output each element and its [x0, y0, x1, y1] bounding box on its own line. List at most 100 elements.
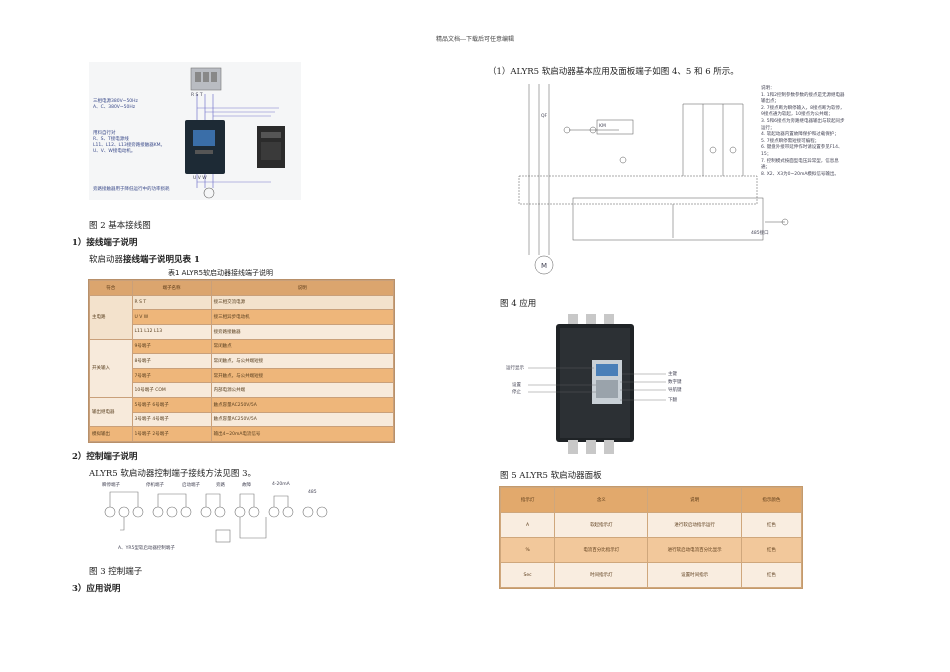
fig5-right-label: 导航键 — [668, 388, 682, 393]
fig4-motor-label: M — [541, 262, 548, 270]
fig4-km-label: KM — [599, 124, 606, 129]
fig2-note-2: R、S、T接电源线 — [93, 137, 129, 142]
table-row: 3号端子 4号端子 触点容量AC250V/5A — [89, 411, 395, 428]
fig5-right-label: 下翻 — [668, 398, 677, 403]
wiring-diagram-icon — [89, 62, 301, 200]
table-1: 符合 端子名称 说明 主电路 R S T 接三相交流电源 U V W 接三相异步… — [88, 279, 395, 443]
figure-4-application-image: QF KM M 485接口 说明： 1. 1和2控制参数参数的接点是无源继电器输… — [503, 80, 845, 276]
table-cell: % — [499, 537, 556, 563]
table-1-title: 表1 ALYR5软启动器接线端子说明 — [168, 269, 274, 277]
table-cell: 触点容量AC250V/5A — [210, 411, 395, 428]
figure-3-control-image: 瞬停端子 停机端子 启动端子 旁路 故障 4-20mA 485 A、YR5型软启… — [96, 482, 334, 556]
table-cell: 7号端子 — [131, 367, 212, 384]
figure-2-wiring-image: 三相电源380V~50Hz A、C、380V~50Hz R S T 用料自行对 … — [89, 62, 301, 200]
section-3-title: 3）应用说明 — [72, 584, 121, 594]
figure-2-caption: 图 2 基本接线图 — [89, 221, 151, 231]
table-cell: 红色 — [740, 537, 803, 563]
fig4-notes: 说明： 1. 1和2控制参数参数的接点是无源继电器输出点； 2. 7接点断为瞬停… — [761, 86, 845, 178]
table-row: 模拟输出 1号端子 2号端子 输出4~20mA电流信号 — [89, 426, 395, 442]
paragraph-1: 软启动器接线端子说明见表 1 — [89, 253, 200, 265]
table-cell: A — [499, 512, 556, 538]
table-1-header: 说明 — [210, 280, 395, 296]
table-row: Sec 时间指示灯 设置时间指示 红色 — [499, 562, 803, 588]
table-cell: 红色 — [740, 512, 803, 538]
fig3-label: 停机端子 — [146, 483, 164, 488]
fig4-note: 5. 7接点瞬停需短接可编程； — [761, 138, 820, 144]
table-row: % 电流百分比指示灯 进行软启动电流百分比显示 红色 — [499, 537, 803, 563]
fig4-note: 4. 软起动器内置故障保护和过载保护； — [761, 132, 839, 138]
right-heading: （1）ALYR5 软启动器基本应用及面板端子如图 4、5 和 6 所示。 — [488, 67, 739, 77]
table-1-header: 符合 — [89, 280, 133, 296]
table-cell: 10号端子 COM — [131, 382, 212, 398]
table-cell: 常闭触点，与公共端短接 — [210, 353, 395, 369]
table-cell: 内部电源公共端 — [210, 382, 395, 398]
fig3-label: 4-20mA — [272, 482, 290, 487]
table-row: 8号端子 常闭触点，与公共端短接 — [89, 353, 395, 369]
fig4-note: 6. 键盘外接带延伸作时请设置参见F14、15； — [761, 145, 843, 157]
fig4-notes-title: 说明： — [761, 86, 775, 91]
section-1-title: 1）接线端子说明 — [72, 238, 138, 248]
table-row: 输出继电器 5号端子 6号端子 触点容量AC250V/5A — [89, 396, 395, 428]
table-cell: R S T — [131, 294, 212, 311]
page-header: 精品文档---下载后可任意编辑 — [435, 36, 515, 43]
control-terminal-diagram-icon — [104, 491, 328, 543]
table-cell: 红色 — [740, 562, 803, 588]
table-row: 开关输入 9号端子 常闭触点 — [89, 338, 395, 398]
figure-3-caption: 图 3 控制端子 — [89, 567, 143, 577]
table-cell: 进行软启动电流百分比显示 — [647, 537, 742, 563]
section-2-title: 2）控制端子说明 — [72, 452, 138, 462]
table-cell: 接三相异步电动机 — [210, 309, 395, 325]
paragraph-1-prefix: 软启动器 — [89, 255, 124, 265]
table-cell: 5号端子 6号端子 — [131, 397, 212, 413]
table-cell: 3号端子 4号端子 — [131, 411, 212, 428]
table-row: 10号端子 COM 内部电源公共端 — [89, 382, 395, 398]
table-cell: 进行软启动指示运行 — [647, 512, 742, 538]
fig2-note-4: U、V、W接电动机。 — [93, 149, 136, 154]
table-2-header: 说明 — [647, 487, 742, 513]
soft-starter-device-icon — [528, 314, 666, 454]
table-1-group: 开关输入 — [89, 338, 133, 398]
table-cell: Sec — [499, 562, 556, 588]
table-cell: 常开触点，与公共端短接 — [210, 367, 395, 384]
fig5-left-label: 运行显示 — [506, 366, 524, 371]
table-cell: 时间指示灯 — [554, 562, 649, 588]
fig5-left-label: 停止 — [512, 390, 521, 395]
table-cell: U V W — [131, 309, 212, 325]
fig3-label: 故障 — [242, 483, 251, 488]
fig4-note: 8. X2、X3为0~20mA模拟信号输出。 — [761, 171, 839, 177]
paragraph-2: ALYR5 软启动器控制端子接线方法见图 3。 — [89, 469, 256, 479]
table-cell: 接旁路接触器 — [210, 323, 395, 340]
table-cell: 电流百分比指示灯 — [554, 537, 649, 563]
fig5-left-label: 设置 — [512, 383, 521, 388]
fig3-note: A、YR5型软启动器控制端子 — [118, 546, 175, 551]
table-cell: 设置时间指示 — [647, 562, 742, 588]
fig5-right-label: 主键 — [668, 372, 677, 377]
table-cell: 8号端子 — [131, 353, 212, 369]
fig2-uvw-label: U V W — [193, 176, 207, 181]
table-cell: L11 L12 L13 — [131, 323, 212, 340]
figure-5-panel-image: 运行显示 设置 停止 主键 数字键 导航键 下翻 — [500, 314, 700, 454]
paragraph-1-bold: 接线端子说明见表 1 — [123, 255, 200, 265]
fig3-label: 启动端子 — [182, 483, 200, 488]
table-1-group: 模拟输出 — [89, 426, 133, 442]
application-circuit-icon — [518, 84, 789, 275]
fig2-note-3: L11、L12、L13接旁路接触器KM。 — [93, 143, 166, 148]
fig2-power-label-2: A、C、380V~50Hz — [93, 105, 136, 110]
table-1-grid: 符合 端子名称 说明 主电路 R S T 接三相交流电源 U V W 接三相异步… — [89, 280, 395, 442]
fig4-485-label: 485接口 — [751, 231, 769, 236]
table-cell: 软起指示灯 — [554, 512, 649, 538]
fig2-note-1: 用料自行对 — [93, 131, 116, 136]
table-1-group: 输出继电器 — [89, 396, 133, 428]
table-cell: 常闭触点 — [210, 338, 395, 355]
table-row: 主电路 R S T 接三相交流电源 — [89, 294, 395, 340]
fig2-power-label: 三相电源380V~50Hz — [93, 99, 138, 104]
fig4-note: 2. 7接点断为瞬停输入，8接点断为软停，9接点通为软起，10接点为公共端； — [761, 105, 845, 118]
table-2-header: 指示灯 — [499, 487, 556, 513]
table-row: U V W 接三相异步电动机 — [89, 309, 395, 325]
figure-4-caption: 图 4 应用 — [500, 299, 537, 309]
fig4-note: 3. 5和6接点为旁路继电器输出与软起同步运行； — [761, 118, 845, 131]
table-cell: 1号端子 2号端子 — [131, 426, 212, 442]
fig4-note: 1. 1和2控制参数参数的接点是无源继电器输出点； — [761, 92, 845, 105]
fig3-label: 瞬停端子 — [102, 483, 120, 488]
figure-5-caption: 图 5 ALYR5 软启动器面板 — [500, 471, 602, 481]
